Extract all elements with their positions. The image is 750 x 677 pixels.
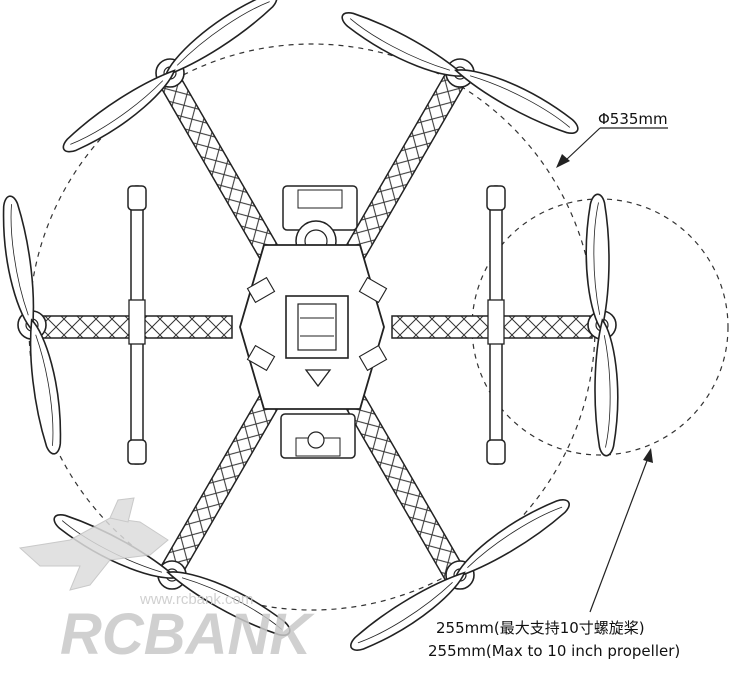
landing-gear-right <box>486 185 506 465</box>
landing-gear-left <box>127 185 147 465</box>
bottom-mount <box>280 413 356 459</box>
center-plate <box>239 244 388 410</box>
watermark-url: www.rcbank.com <box>139 591 253 608</box>
propeller-label-en: 255mm(Max to 10 inch propeller) <box>428 642 680 660</box>
propeller-callout: 255mm(最大支持10寸螺旋桨) 255mm(Max to 10 inch p… <box>428 448 680 660</box>
top-mount <box>282 185 358 262</box>
watermark-jet-icon <box>18 497 169 591</box>
rotor-upper-left <box>54 0 286 158</box>
arm-lower-right <box>341 389 468 585</box>
arm-upper-right <box>341 69 468 265</box>
frame-diameter-label: Φ535mm <box>598 110 668 128</box>
arm-upper-left <box>156 69 283 265</box>
frame-diameter-callout: Φ535mm <box>556 110 668 168</box>
watermark-logo: RCBANK <box>60 602 315 667</box>
rotor-lower-left <box>49 502 295 648</box>
rotor-upper-right <box>337 0 583 146</box>
rotor-left <box>0 194 64 456</box>
rotor-lower-right <box>342 494 578 656</box>
arms <box>31 69 593 585</box>
arm-lower-left <box>156 389 283 585</box>
rotor-right <box>579 192 625 458</box>
propeller-label-cn: 255mm(最大支持10寸螺旋桨) <box>436 619 645 637</box>
watermark: www.rcbank.com RCBANK <box>18 497 315 667</box>
